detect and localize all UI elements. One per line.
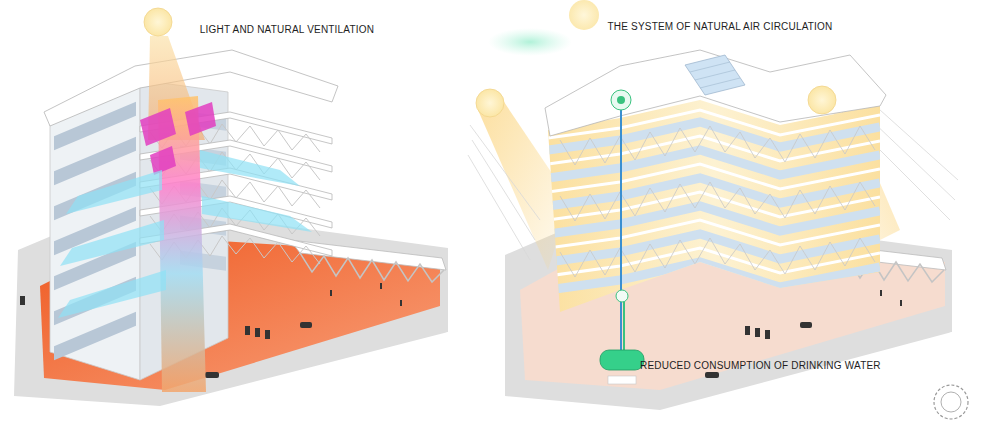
panel-heading: LIGHT AND NATURAL VENTILATION xyxy=(200,24,374,36)
callout-label: REDUCED CONSUMPTION OF DRINKING WATER xyxy=(640,360,881,372)
panel-heading: THE SYSTEM OF NATURAL AIR CIRCULATION xyxy=(607,21,832,33)
